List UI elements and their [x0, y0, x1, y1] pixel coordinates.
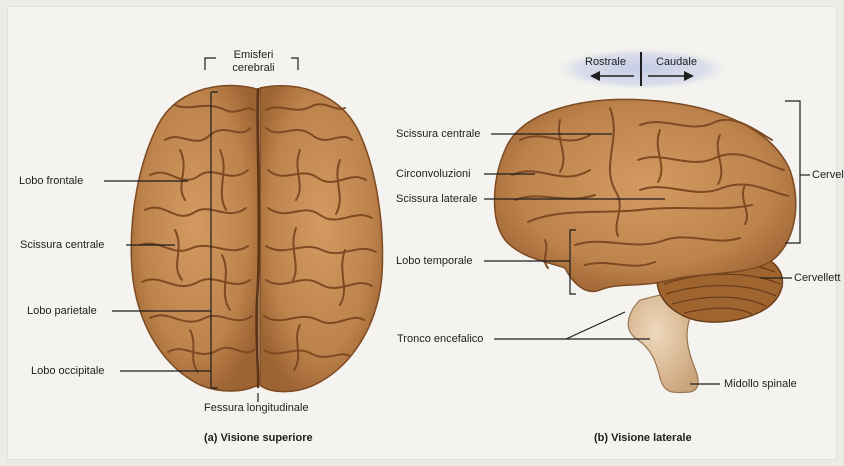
- label-longitudinal-fissure: Fessura longitudinale: [204, 402, 309, 414]
- label-cerebellum: Cervellett: [794, 272, 840, 284]
- label-spinal-cord: Midollo spinale: [724, 378, 797, 390]
- label-cerebral-hemispheres: Emisferi cerebrali: [216, 49, 291, 75]
- label-brainstem: Tronco encefalico: [397, 333, 483, 345]
- caption-superior-view: (a) Visione superiore: [204, 432, 313, 444]
- label-parietal-lobe: Lobo parietale: [27, 305, 97, 317]
- label-central-sulcus-b: Scissura centrale: [396, 128, 480, 140]
- brain-superior-view: [131, 86, 382, 392]
- label-temporal-lobe: Lobo temporale: [396, 255, 472, 267]
- label-central-sulcus-a: Scissura centrale: [20, 239, 104, 251]
- label-gyri: Circonvoluzioni: [396, 168, 471, 180]
- brain-lateral-view: [494, 99, 795, 392]
- label-cerebrum: Cervell: [812, 169, 844, 181]
- label-frontal-lobe: Lobo frontale: [19, 175, 83, 187]
- caption-lateral-view: (b) Visione laterale: [594, 432, 692, 444]
- label-occipital-lobe: Lobo occipitale: [31, 365, 104, 377]
- label-caudal: Caudale: [656, 56, 697, 68]
- label-rostral: Rostrale: [585, 56, 626, 68]
- label-lateral-sulcus: Scissura laterale: [396, 193, 477, 205]
